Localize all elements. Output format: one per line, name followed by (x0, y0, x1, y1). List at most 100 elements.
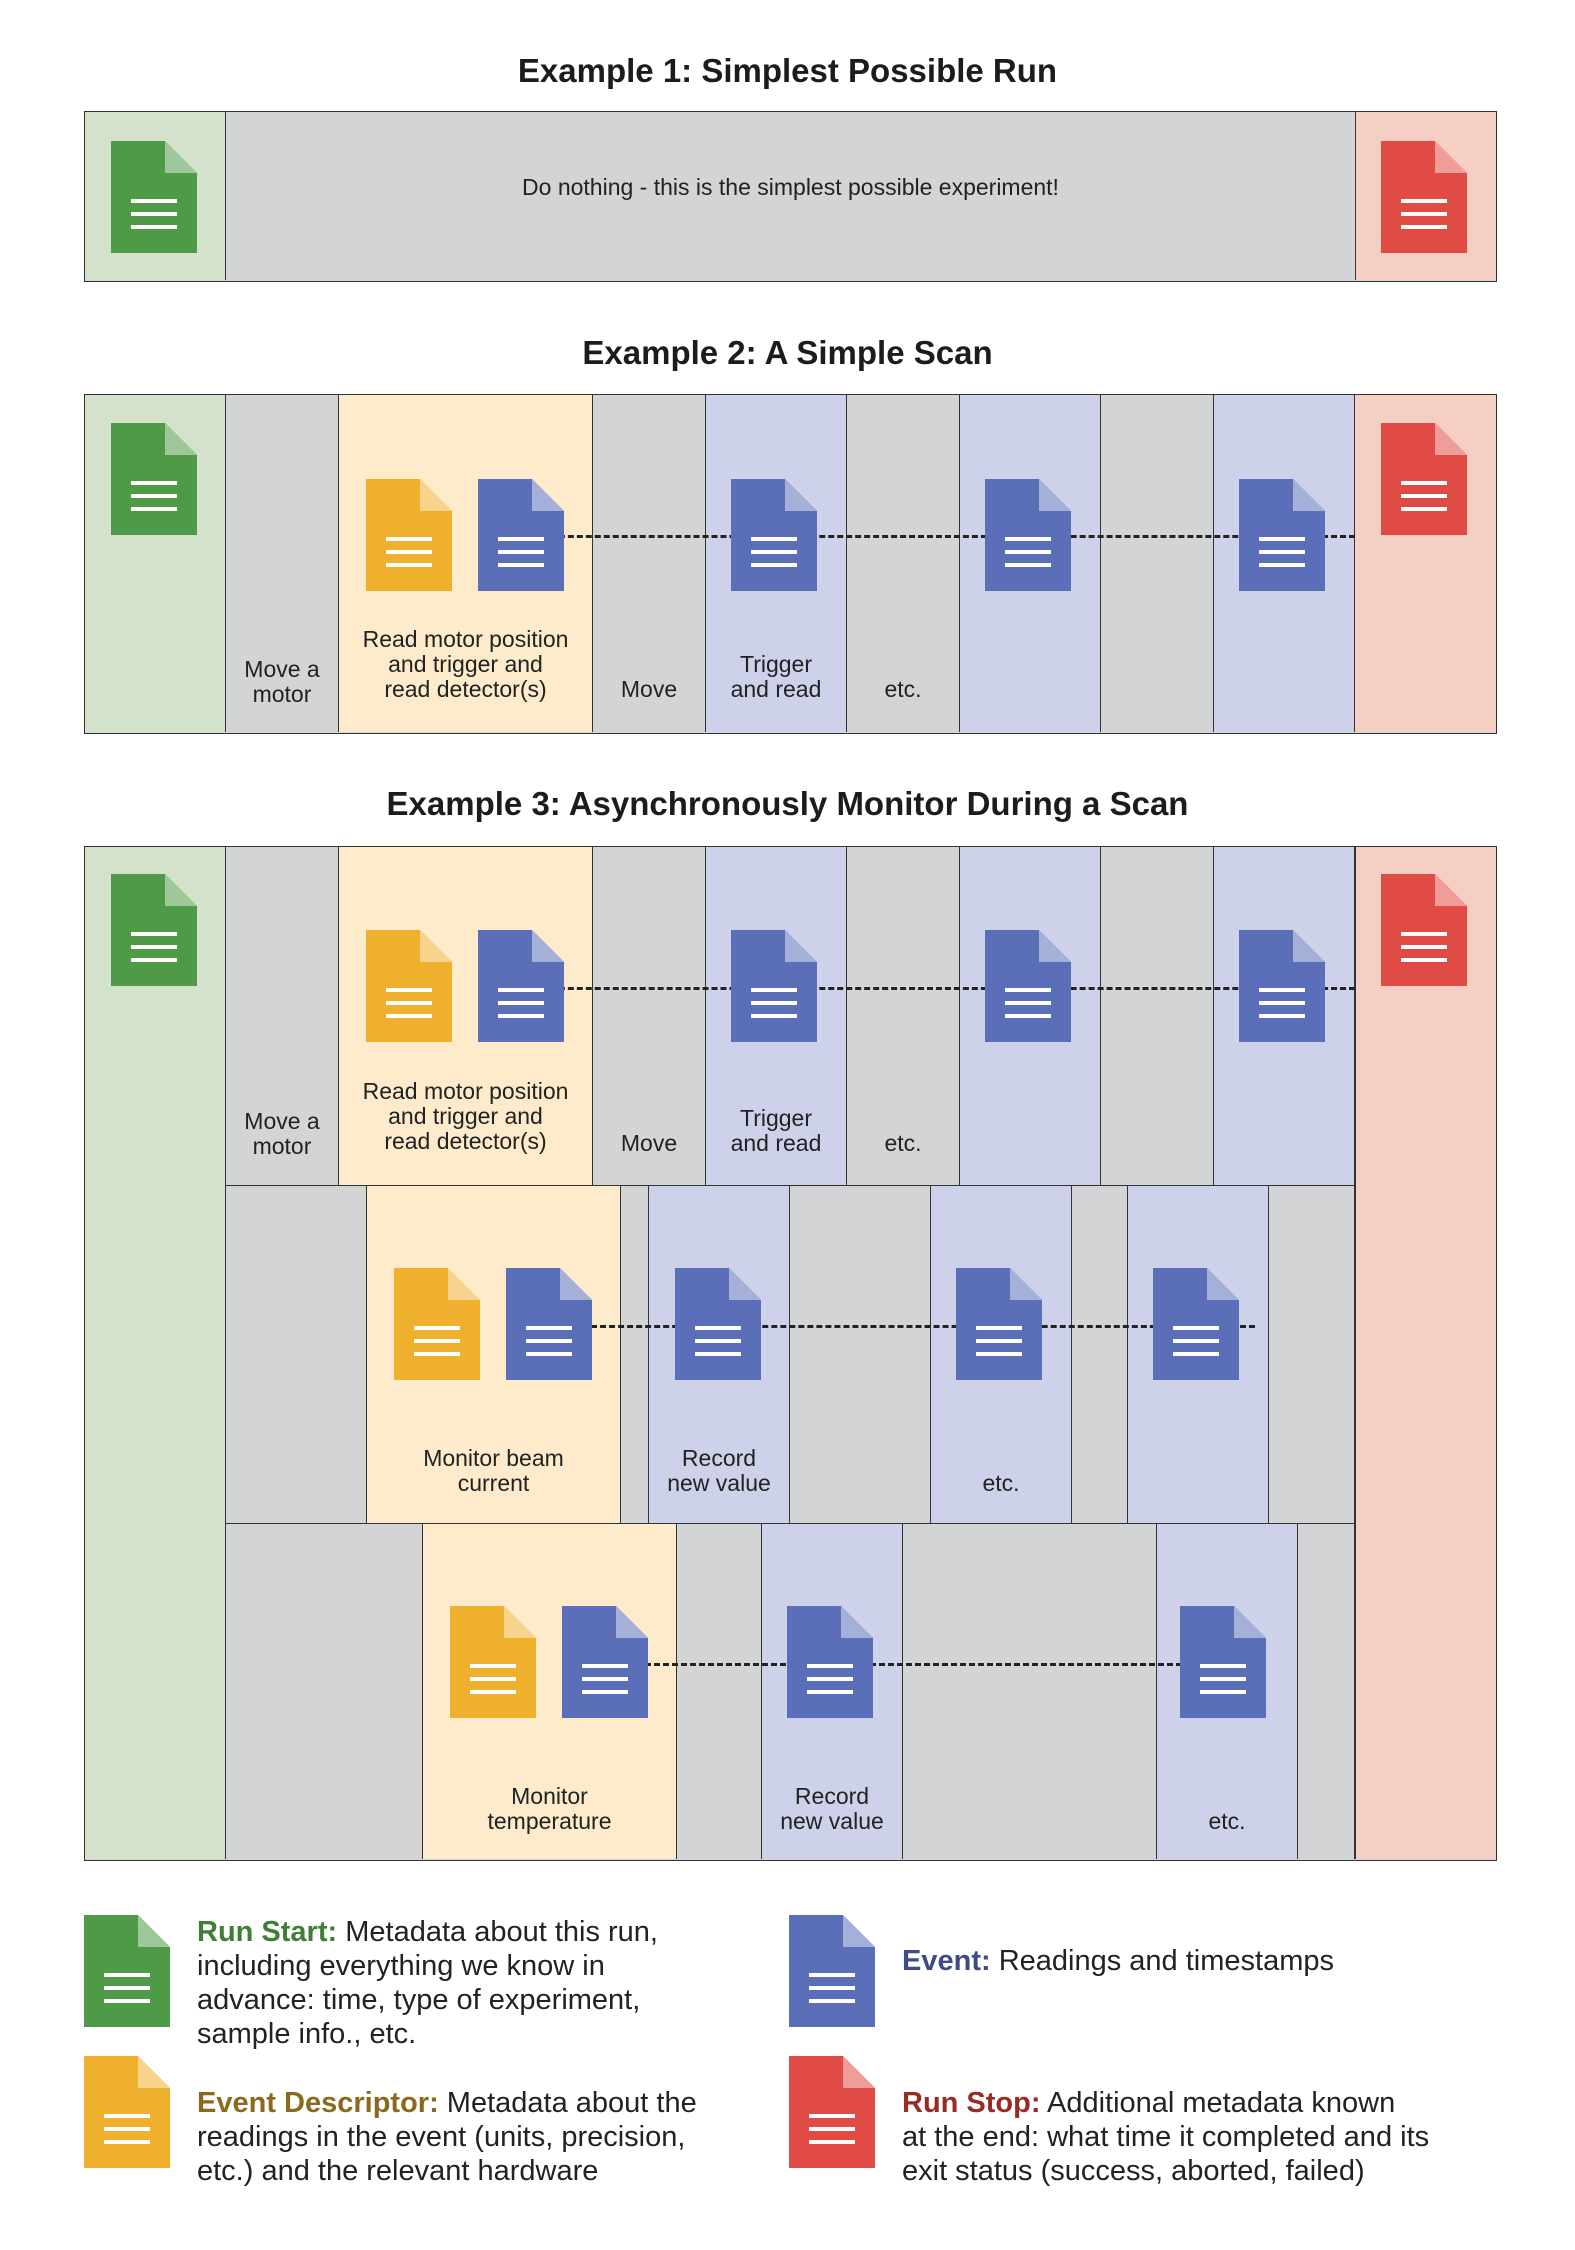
legend-event: Event: Readings and timestamps (902, 1944, 1522, 1978)
cell-label: current (457, 1470, 530, 1496)
etc-cell: etc. (847, 847, 960, 1186)
run-stop-document-icon (1381, 141, 1469, 257)
legend-run-start-text: Metadata about this run, (337, 1916, 658, 1948)
cell-label: and trigger and (388, 651, 543, 677)
move-motor-cell: Move a motor (226, 395, 339, 732)
cell-label: motor (252, 1133, 312, 1159)
legend-run-stop-title: Run Stop: (902, 2087, 1041, 2119)
legend-run-stop-text: exit status (success, aborted, failed) (902, 2155, 1365, 2187)
beam-gap-cell (790, 1186, 931, 1524)
beam-event-line (555, 1325, 1255, 1328)
legend-run-start-text: advance: time, type of experiment, (197, 1984, 641, 2016)
move-cell: Move (593, 847, 706, 1186)
etc-cell: etc. (847, 395, 960, 732)
cell-label: and read (730, 676, 822, 702)
gap-cell (1101, 847, 1214, 1186)
event-document-icon (1239, 930, 1327, 1046)
legend-run-stop-text: Additional metadata known (1040, 2087, 1396, 2119)
run-start-cell (85, 847, 226, 1859)
example3-title: Example 3: Asynchronously Monitor During… (386, 785, 1189, 822)
legend-run-stop-text: at the end: what time it completed and i… (902, 2121, 1430, 2153)
descriptor-document-icon (394, 1268, 482, 1384)
event-document-icon (1153, 1268, 1241, 1384)
event-document-icon (731, 930, 819, 1046)
run-stop-document-icon (789, 2056, 877, 2172)
cell-label: etc. (982, 1470, 1020, 1496)
cell-label: Move (620, 676, 678, 702)
beam-gap-cell (1072, 1186, 1128, 1524)
cell-label: new value (667, 1470, 771, 1496)
descriptor-document-icon (366, 930, 454, 1046)
temp-event-line (645, 1663, 1245, 1666)
run-start-document-icon (111, 874, 199, 990)
temp-gap-cell (1298, 1524, 1355, 1859)
example1-panel: Do nothing - this is the simplest possib… (84, 111, 1497, 282)
legend-run-start-title: Run Start: (197, 1916, 338, 1948)
legend-run-start-text: sample info., etc. (197, 2018, 417, 2050)
event-document-icon (731, 479, 819, 595)
cell-label: Monitor beam (423, 1445, 564, 1471)
event-document-icon (956, 1268, 1044, 1384)
cell-label: etc. (884, 676, 922, 702)
cell-label: Record (681, 1445, 757, 1471)
event-stream-line (505, 535, 1355, 538)
event-document-icon (1180, 1606, 1268, 1722)
cell-label: temperature (487, 1808, 612, 1834)
cell-label: Record (794, 1783, 870, 1809)
beam-gap-cell (226, 1186, 367, 1524)
legend-descriptor: Event Descriptor: Metadata about the rea… (197, 2086, 797, 2188)
event-document-icon (985, 479, 1073, 595)
event-document-icon (562, 1606, 650, 1722)
legend-descriptor-title: Event Descriptor: (197, 2087, 439, 2119)
example1-message: Do nothing - this is the simplest possib… (522, 174, 1059, 200)
event-document-icon (985, 930, 1073, 1046)
beam-gap-cell (621, 1186, 649, 1524)
run-start-document-icon (111, 423, 199, 539)
cell-label: Trigger (740, 1105, 812, 1131)
move-cell: Move (593, 395, 706, 732)
run-stop-cell (1355, 847, 1496, 1859)
event-document-icon (787, 1606, 875, 1722)
legend-run-start-text: including everything we know in (197, 1950, 605, 1982)
legend-descriptor-text: readings in the event (units, precision, (197, 2121, 686, 2153)
legend-descriptor-text: Metadata about the (438, 2087, 697, 2119)
temp-gap-cell (226, 1524, 423, 1859)
cell-label: Read motor position (362, 626, 569, 652)
temp-gap-cell (677, 1524, 762, 1859)
legend-descriptor-text: etc.) and the relevant hardware (197, 2155, 599, 2187)
cell-label: new value (780, 1808, 884, 1834)
cell-label: Move a (244, 656, 320, 682)
legend-event-title: Event: (902, 1945, 991, 1977)
move-motor-cell: Move a motor (226, 847, 339, 1186)
cell-label: read detector(s) (384, 1128, 547, 1154)
temp-gap-cell (903, 1524, 1157, 1859)
event-document-icon (675, 1268, 763, 1384)
event-document-icon (478, 930, 566, 1046)
descriptor-document-icon (450, 1606, 538, 1722)
descriptor-document-icon (366, 479, 454, 595)
event-stream-line (505, 987, 1355, 990)
cell-label: read detector(s) (384, 676, 547, 702)
event-document-icon (789, 1915, 877, 2031)
run-start-document-icon (111, 141, 199, 257)
cell-label: Move (620, 1130, 678, 1156)
legend-event-text: Readings and timestamps (990, 1945, 1334, 1977)
event-document-icon (478, 479, 566, 595)
cell-label: Move a (244, 1108, 320, 1134)
event-document-icon (1239, 479, 1327, 595)
descriptor-document-icon (84, 2056, 172, 2172)
cell-label: Monitor (511, 1783, 588, 1809)
gap-cell (1101, 395, 1214, 732)
example1-title: Example 1: Simplest Possible Run (517, 52, 1058, 89)
cell-label: and read (730, 1130, 822, 1156)
cell-label: and trigger and (388, 1103, 543, 1129)
run-stop-document-icon (1381, 874, 1469, 990)
run-stop-document-icon (1381, 423, 1469, 539)
event-document-icon (506, 1268, 594, 1384)
cell-label: etc. (1208, 1808, 1246, 1834)
cell-label: Trigger (740, 651, 812, 677)
example2-title: Example 2: A Simple Scan (582, 334, 993, 371)
beam-gap-cell (1269, 1186, 1355, 1524)
legend-run-stop: Run Stop: Additional metadata known at t… (902, 2086, 1542, 2188)
run-start-document-icon (84, 1915, 172, 2031)
